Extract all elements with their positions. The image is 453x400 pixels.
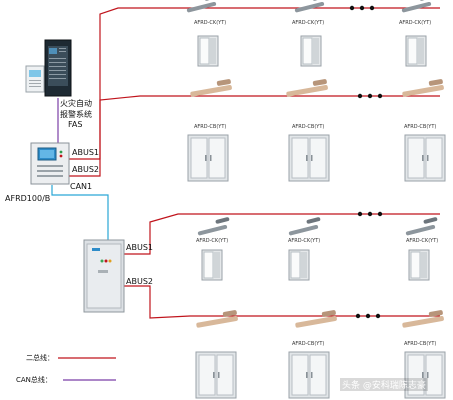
door-closer [288,217,321,236]
device-caption: AFRD-CK(YT) [292,20,325,26]
device-caption: AFRD-CK(YT) [196,238,229,244]
device-caption: AFRD-CB(YT) [194,124,227,130]
device-caption: AFRD-CB(YT) [404,124,437,130]
double-door [404,134,446,182]
device-caption: AFRD-CB(YT) [292,341,325,347]
fas-label-line1: 火灾自动 [60,99,92,108]
fas-label-line2: 报警系统 [60,110,92,119]
ellipsis-dots [349,5,383,319]
abus2-line-bottom [123,285,440,319]
single-door [405,35,427,67]
can1-line [51,185,109,240]
double-door [288,134,330,182]
legend-two-bus: 二总线： [26,354,54,362]
afrd100b-host [30,142,70,185]
double-door [195,351,237,399]
single-door [408,249,430,281]
device-caption: AFRD-CK(YT) [406,238,439,244]
double-door [187,134,229,182]
hold-open-device [190,79,232,97]
device-caption: AFRD-CB(YT) [404,341,437,347]
abus1-label-top: ABUS1 [72,148,99,157]
single-door [201,249,223,281]
abus2-line-top [69,95,440,177]
device-caption: AFRD-CK(YT) [399,20,432,26]
abus1-line-top [69,7,440,160]
hold-open-device [286,79,328,97]
can1-label: CAN1 [70,182,93,191]
device-caption: AFRD-CK(YT) [288,238,321,244]
legend-can-bus: CAN总线： [16,376,52,384]
watermark: 头条 @安科瑞陈志豪 [340,378,428,391]
abus2-label-bottom: ABUS2 [126,277,153,286]
door-closer [197,217,230,236]
double-door [404,351,446,399]
fas-label-line3: FAS [68,120,83,129]
hold-open-device [196,310,238,328]
single-door [197,35,219,67]
device-caption: AFRD-CK(YT) [194,20,227,26]
hold-open-device [402,79,444,97]
abus1-label-bottom: ABUS1 [126,243,153,252]
door-closer [186,0,219,13]
abus1-line-bottom [123,213,440,255]
door-closer [405,217,438,236]
hold-open-device [295,310,337,328]
door-closer [401,0,434,13]
fas-cabinet [25,39,72,97]
double-door [288,351,330,399]
single-door [288,249,310,281]
host-label: AFRD100/B [5,194,51,203]
door-closer [294,0,327,13]
hold-open-device [402,310,444,328]
single-door [300,35,322,67]
distribution-cabinet [83,239,125,313]
device-caption: AFRD-CB(YT) [292,124,325,130]
abus2-label-top: ABUS2 [72,165,99,174]
